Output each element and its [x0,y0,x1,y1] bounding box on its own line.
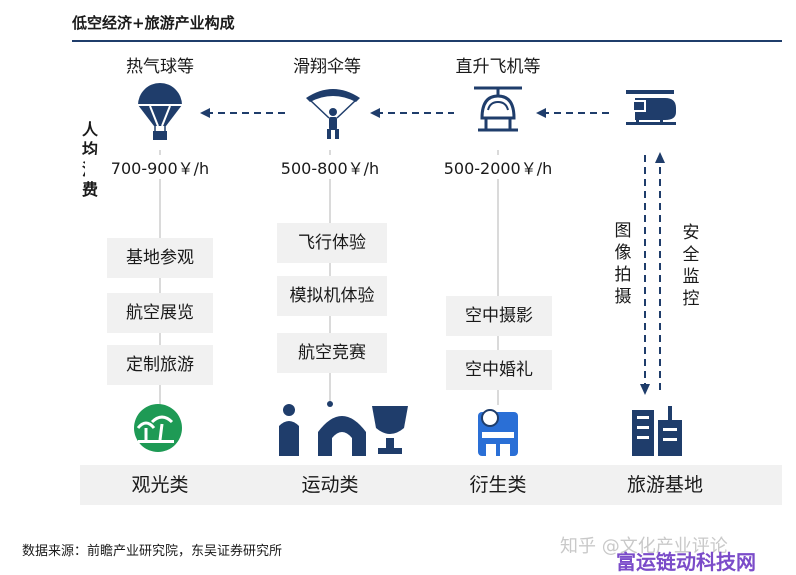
paraglider-icon [306,89,360,139]
category-derivative: 衍生类 [469,474,527,496]
category-tourism-base: 旅游基地 [626,474,703,496]
activity-box: 航空展览 [107,293,213,333]
base-helicopter-icon [626,90,676,125]
activity-box: 空中摄影 [446,296,552,336]
arrowhead-down [640,384,650,395]
arrowhead-balloon [200,108,210,118]
arrowhead-helicopter [536,108,546,118]
watermark: 知乎 @文化产业评论 [560,536,728,557]
arrowhead-paraglider [370,108,380,118]
activity-box: 基地参观 [107,238,213,278]
activity-box: 航空竞赛 [277,333,387,373]
tier-name-helicopter: 直升飞机等 [455,57,541,77]
watermark-site: 富运链动科技网 [616,550,756,574]
arrowhead-up [655,152,665,163]
hot-air-balloon-icon [138,83,182,140]
activity-box: 模拟机体验 [277,276,387,316]
helicopter-icon [474,86,522,132]
palm-island-icon [134,404,182,452]
category-sports: 运动类 [301,474,359,496]
sports-trophy-icon [279,401,408,456]
activity-box: 空中婚礼 [446,350,552,390]
camera-machine-icon [478,409,518,456]
price-helicopter: 500-2000￥/h [423,155,573,179]
activity-box: 飞行体验 [277,223,387,263]
building-icon [632,406,682,456]
category-sightseeing: 观光类 [131,474,189,496]
data-source: 数据来源：前瞻产业研究院，东吴证券研究所 [22,544,283,559]
image-capture-label: 图像拍摄 [614,221,632,307]
tier-name-paraglider: 滑翔伞等 [293,57,361,77]
price-balloon: 700-900￥/h [85,155,235,179]
page-title: 低空经济+旅游产业构成 [72,14,235,32]
category-band [80,465,782,505]
activity-box: 定制旅游 [107,345,213,385]
title-divider [72,40,782,42]
safety-monitor-label: 安全监控 [682,223,700,309]
tier-name-balloon: 热气球等 [126,57,194,77]
price-paraglider: 500-800￥/h [255,155,405,179]
